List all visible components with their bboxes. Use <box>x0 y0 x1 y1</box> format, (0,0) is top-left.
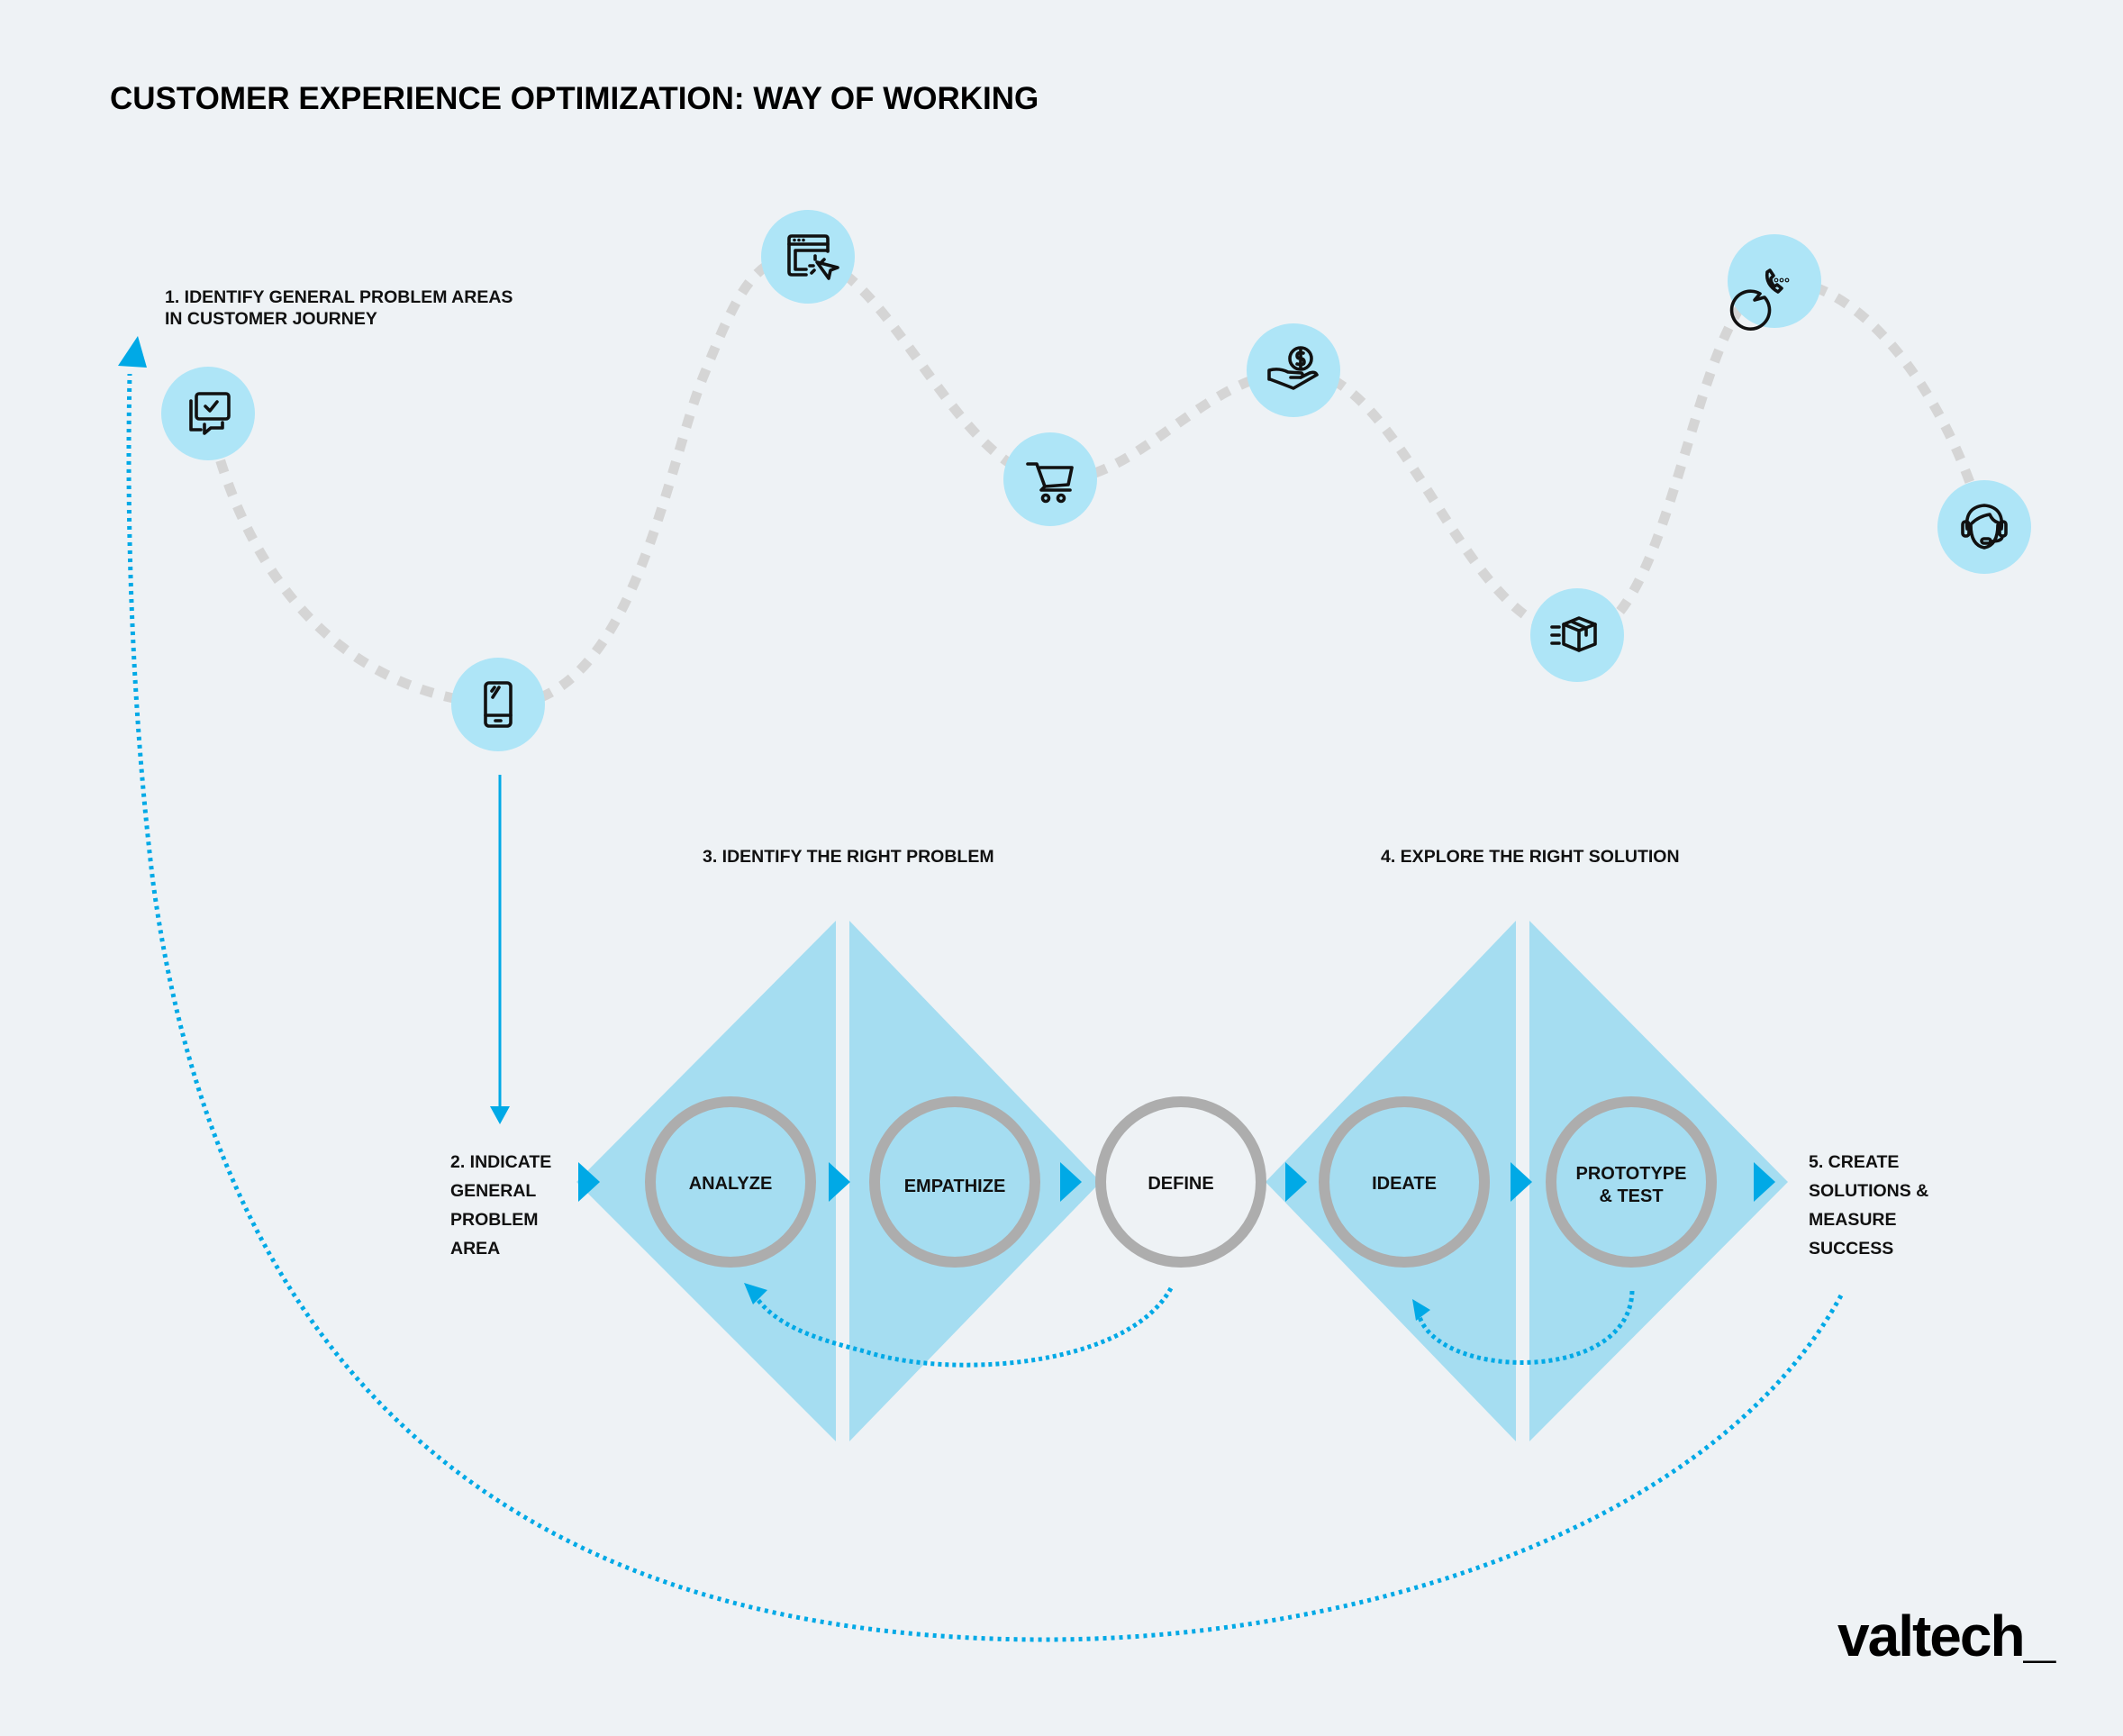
step5-label-line4: SUCCESS <box>1809 1239 1893 1259</box>
journey-node-payment[interactable] <box>1247 323 1340 417</box>
journey-node-support[interactable] <box>1937 480 2031 574</box>
whatsapp-phone-icon <box>1729 268 1790 331</box>
flow-arrow <box>1511 1162 1532 1202</box>
journey-node-cart[interactable] <box>1003 432 1097 526</box>
stage-label: EMPATHIZE <box>904 1177 1006 1196</box>
step2-label-line2: GENERAL <box>450 1181 536 1201</box>
stage-prototype-test[interactable]: PROTOTYPE & TEST <box>1546 1096 1717 1268</box>
chat-check-icon <box>189 392 231 435</box>
step2-label-line4: AREA <box>450 1239 500 1259</box>
stage-analyze[interactable]: ANALYZE <box>645 1096 816 1268</box>
stage-label: DEFINE <box>1148 1174 1213 1194</box>
journey-node-delivery[interactable] <box>1530 588 1624 682</box>
shopping-cart-icon <box>1026 462 1074 504</box>
stage-label: IDEATE <box>1372 1174 1437 1194</box>
flow-arrow <box>1285 1162 1307 1202</box>
step5-label-line3: MEASURE <box>1809 1210 1897 1230</box>
stage-empathize[interactable]: EMPATHIZE <box>869 1096 1040 1268</box>
journey-node-chat[interactable] <box>161 367 255 460</box>
step2-label-line3: PROBLEM <box>450 1210 539 1230</box>
flow-arrow <box>1754 1162 1775 1202</box>
valtech-logo: valtech_ <box>1837 1604 2057 1668</box>
step5-label-line1: 5. CREATE <box>1809 1152 1899 1172</box>
journey-node-whatsapp[interactable] <box>1728 234 1821 331</box>
delivery-box-icon <box>1550 616 1597 652</box>
journey-node-browser[interactable] <box>761 210 855 304</box>
step5-label-line2: SOLUTIONS & <box>1809 1181 1928 1201</box>
step2-label-line1: 2. INDICATE <box>450 1152 551 1172</box>
page-title: CUSTOMER EXPERIENCE OPTIMIZATION: WAY OF… <box>110 81 1039 116</box>
smartphone-icon <box>484 681 513 728</box>
stage-ideate[interactable]: IDEATE <box>1319 1096 1490 1268</box>
stage-label-line1: PROTOTYPE <box>1576 1164 1687 1184</box>
browser-click-icon <box>787 234 839 280</box>
feedback-loop-define-to-analyze <box>744 1283 1174 1368</box>
flow-arrow <box>578 1162 600 1202</box>
flow-arrow <box>829 1162 850 1202</box>
stage-define[interactable]: DEFINE <box>1095 1096 1266 1268</box>
step3-label: 3. IDENTIFY THE RIGHT PROBLEM <box>703 847 994 867</box>
flow-arrows <box>578 1162 1775 1202</box>
journey-node-smartphone[interactable] <box>451 658 545 751</box>
stage-label-line2: & TEST <box>1599 1186 1663 1206</box>
feedback-loop-prototype-to-ideate <box>1412 1290 1635 1365</box>
step1-label-line1: 1. IDENTIFY GENERAL PROBLEM AREAS <box>165 287 513 307</box>
down-arrow <box>490 775 510 1124</box>
customer-support-headset-icon <box>1961 504 2008 550</box>
step4-label: 4. EXPLORE THE RIGHT SOLUTION <box>1381 847 1680 867</box>
hand-money-icon <box>1267 346 1319 390</box>
return-loop-to-step1 <box>118 336 1844 1642</box>
step1-label-line2: IN CUSTOMER JOURNEY <box>165 309 377 329</box>
flow-arrow <box>1060 1162 1082 1202</box>
stage-label: ANALYZE <box>689 1174 773 1194</box>
